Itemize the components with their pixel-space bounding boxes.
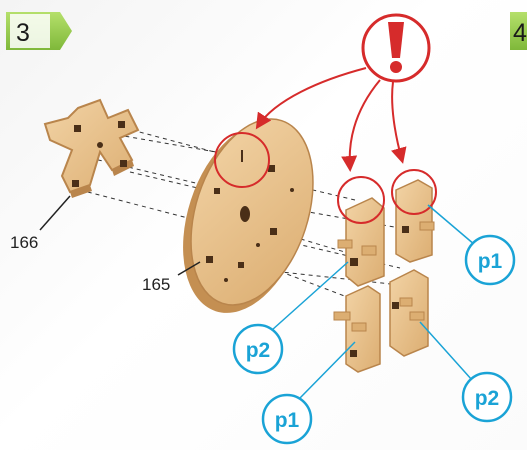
leader-166 [39, 195, 71, 231]
highlight-circle-block-right [391, 169, 437, 215]
exclamation-icon [361, 13, 431, 83]
svg-text:p2: p2 [246, 339, 271, 362]
step-number: 3 [16, 19, 30, 47]
highlight-circle-block-left [337, 176, 385, 224]
callout-p1-bottom: p1 [261, 341, 356, 445]
svg-text:p1: p1 [275, 409, 300, 432]
step-badge: 3 [6, 12, 72, 50]
next-step-number: 4 [513, 19, 527, 47]
part-label-166: 166 [10, 233, 38, 252]
highlight-circle-disc [214, 132, 270, 188]
next-step-badge: 4 [510, 12, 527, 50]
warning-arrows [255, 67, 407, 172]
block-top-right-p1 [395, 179, 435, 263]
part-label-165: 165 [142, 275, 170, 294]
part-166-cross [43, 98, 140, 198]
part-165-disc [183, 118, 314, 313]
callout-p2-right: p2 [419, 321, 513, 423]
svg-text:p2: p2 [475, 387, 500, 410]
block-top-left-p2 [337, 197, 385, 287]
block-bottom-left-p1 [333, 285, 381, 373]
block-bottom-right-p2 [389, 269, 429, 357]
leader-165 [177, 261, 201, 276]
svg-text:p1: p1 [478, 250, 503, 273]
callout-p2-left: p2 [232, 261, 349, 375]
callout-p1-top: p1 [427, 204, 516, 286]
